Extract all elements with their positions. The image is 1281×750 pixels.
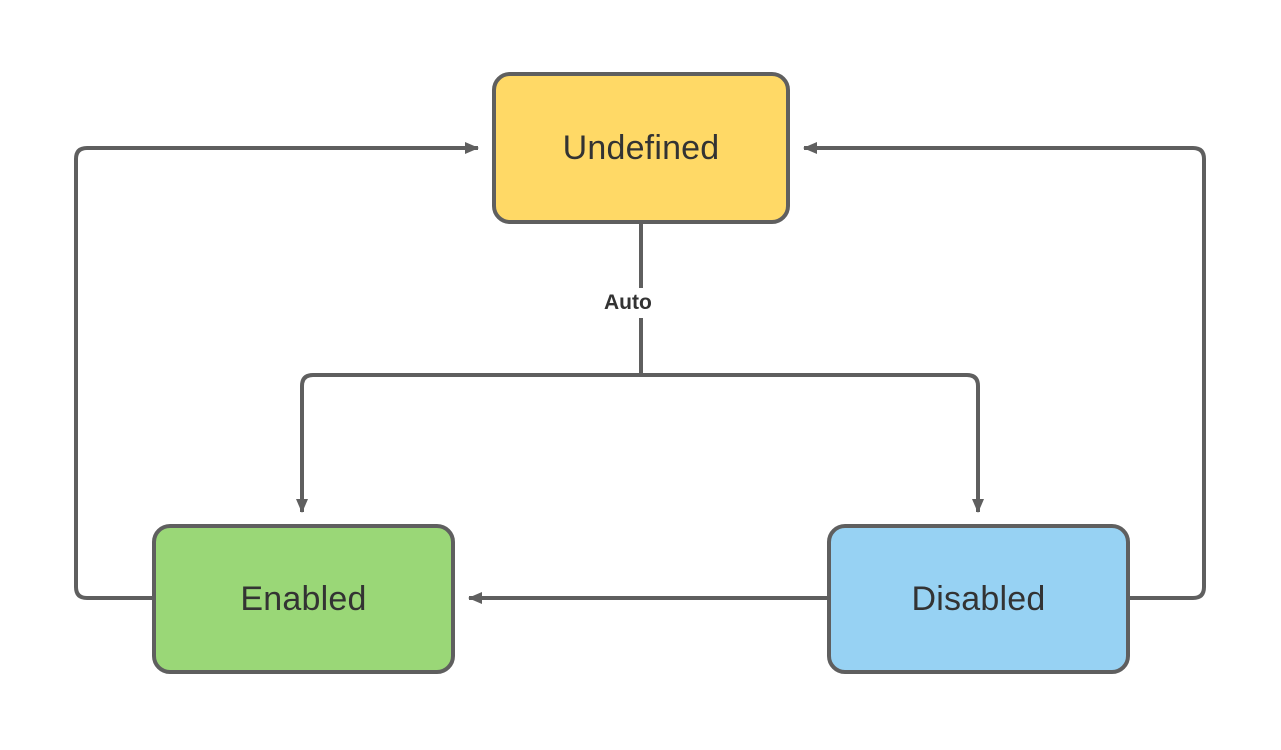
state-node-disabled-label: Disabled [911,580,1046,618]
edge-undefined-to-enabled [296,373,641,513]
state-node-enabled-label: Enabled [240,580,367,618]
state-node-undefined-label: Undefined [562,129,720,167]
edge-label-auto: Auto [597,288,659,318]
state-node-undefined[interactable]: Undefined [492,72,790,224]
state-node-enabled[interactable]: Enabled [152,524,455,674]
edge-enabled-to-undefined [74,142,479,600]
edge-disabled-to-undefined [803,142,1206,600]
state-node-disabled[interactable]: Disabled [827,524,1130,674]
edge-undefined-to-disabled [641,373,984,513]
